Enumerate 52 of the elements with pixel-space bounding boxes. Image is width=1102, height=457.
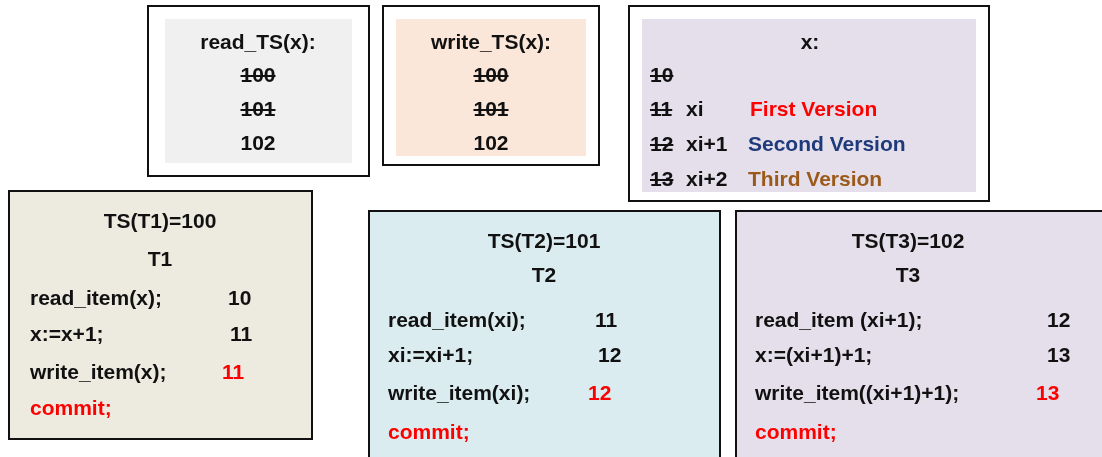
code-line: x:=(xi+1)+1; (755, 342, 873, 368)
timestamp-heading: TS(T3)=102 (851, 228, 965, 254)
value-text: 11 (595, 307, 618, 333)
transaction-panel (735, 210, 1102, 457)
timestamp-value: 102 (473, 130, 509, 156)
value-text: 12 (598, 342, 622, 368)
version-name: xi+1 (686, 131, 728, 157)
version-name: xi+2 (686, 166, 728, 192)
transaction-panel (8, 190, 313, 440)
version-name: xi (686, 96, 704, 122)
timestamp-value: 100 (473, 62, 509, 88)
value-text: 10 (228, 285, 252, 311)
timestamp-panel (382, 5, 600, 166)
timestamp-value: 11 (650, 96, 673, 122)
version-label: First Version (750, 96, 878, 122)
timestamp-panel (147, 5, 370, 177)
code-line: write_item((xi+1)+1); (755, 380, 960, 406)
version-label: Third Version (748, 166, 883, 192)
timestamp-value: 100 (240, 62, 276, 88)
timestamp-value: 102 (240, 130, 276, 156)
code-line: commit; (30, 395, 112, 421)
value-text: 12 (588, 380, 612, 406)
heading-text: write_TS(x): (430, 29, 552, 55)
value-text: 11 (230, 321, 253, 347)
value-text: 11 (222, 359, 245, 385)
timestamp-value: 12 (650, 131, 674, 157)
transaction-name: T2 (531, 262, 557, 288)
heading-text: read_TS(x): (200, 29, 316, 55)
code-line: read_item(x); (30, 285, 162, 311)
code-line: write_item(x); (30, 359, 167, 385)
transaction-panel (368, 210, 721, 457)
version-label: Second Version (748, 131, 906, 157)
timestamp-heading: TS(T1)=100 (103, 208, 217, 234)
version-panel (628, 5, 990, 202)
transaction-name: T3 (895, 262, 921, 288)
value-text: 13 (1047, 342, 1071, 368)
code-line: xi:=xi+1; (388, 342, 474, 368)
timestamp-value: 101 (473, 96, 509, 122)
timestamp-heading: TS(T2)=101 (487, 228, 601, 254)
heading-text: x: (800, 29, 820, 55)
code-line: write_item(xi); (388, 380, 531, 406)
timestamp-value: 101 (240, 96, 276, 122)
code-line: x:=x+1; (30, 321, 104, 347)
value-text: 12 (1047, 307, 1071, 333)
code-line: read_item (xi+1); (755, 307, 923, 333)
timestamp-value: 13 (650, 166, 674, 192)
code-line: commit; (755, 419, 837, 445)
code-line: read_item(xi); (388, 307, 526, 333)
transaction-name: T1 (147, 246, 173, 272)
timestamp-value: 10 (650, 62, 674, 88)
code-line: commit; (388, 419, 470, 445)
value-text: 13 (1036, 380, 1060, 406)
